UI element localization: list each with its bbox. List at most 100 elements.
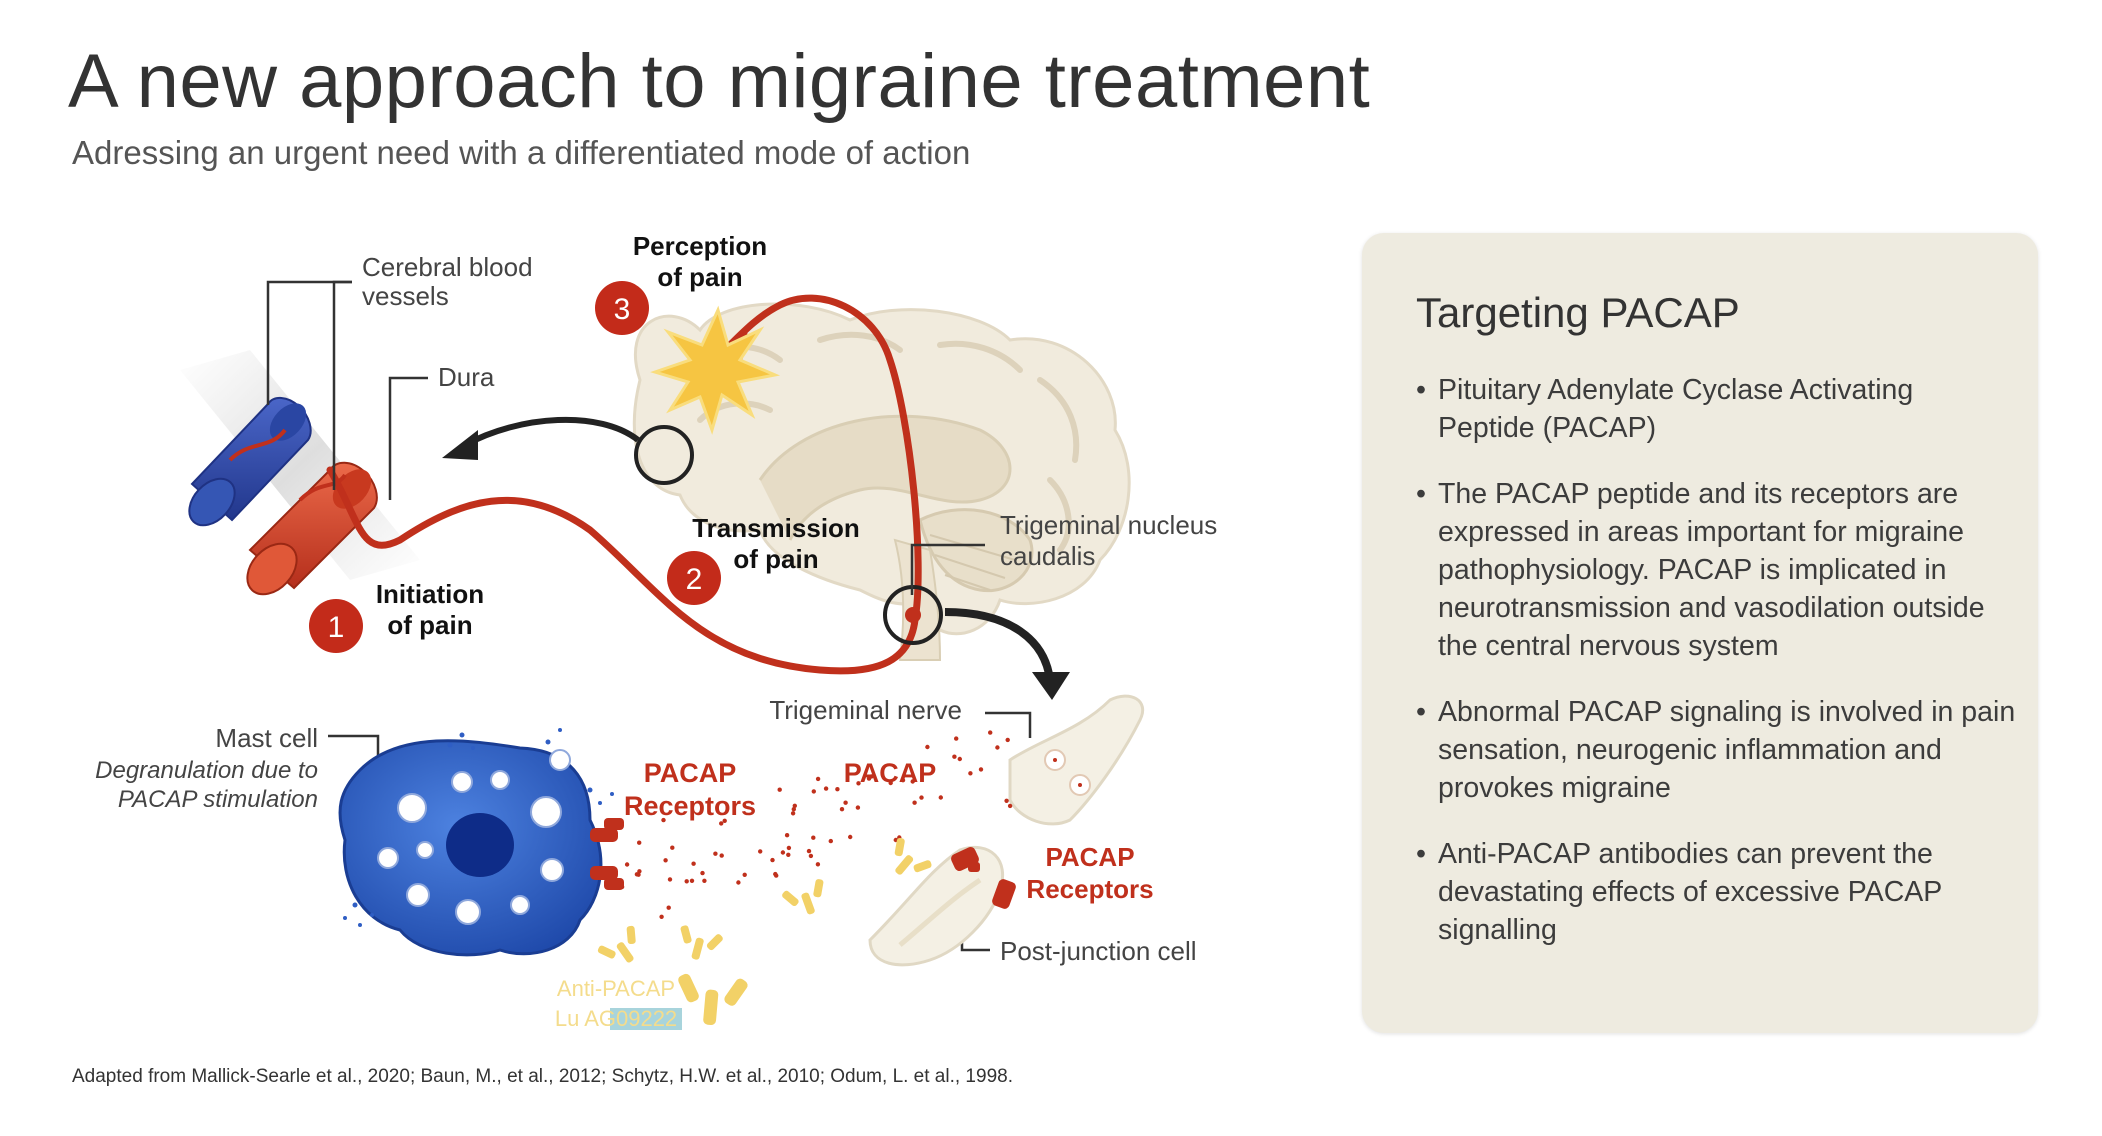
pacap-dot xyxy=(702,879,706,883)
pacap-dot xyxy=(919,795,923,799)
pacap-dot xyxy=(988,730,992,734)
pacap-dot xyxy=(736,880,740,884)
pacap-dot xyxy=(668,877,672,881)
label-mast-cell: Mast cell xyxy=(215,723,318,753)
pacap-dot xyxy=(773,872,777,876)
pacap-dot xyxy=(812,789,816,793)
svg-text:2: 2 xyxy=(686,563,703,596)
pacap-dot xyxy=(1006,738,1010,742)
pacap-dot xyxy=(848,835,852,839)
pacap-dot xyxy=(743,873,747,877)
label-post-junction-cell: Post-junction cell xyxy=(1000,936,1197,966)
pacap-dot xyxy=(824,786,828,790)
label-initiation-2: of pain xyxy=(387,610,472,640)
step-badge-1: 1 xyxy=(309,599,363,653)
pacap-dot xyxy=(811,836,815,840)
pacap-dot xyxy=(713,852,717,856)
pacap-dot xyxy=(758,849,762,853)
migraine-pathway-diagram: 3 2 1 Cerebral blood vessels Dura Percep… xyxy=(0,0,1390,1136)
pacap-dot xyxy=(925,745,929,749)
pacap-dot xyxy=(939,795,943,799)
pacap-dot xyxy=(968,771,972,775)
pacap-dot xyxy=(843,801,847,805)
pacap-dot xyxy=(793,804,797,808)
footnote-citations: Adapted from Mallick-Searle et al., 2020… xyxy=(72,1066,1013,1088)
label-antibody-name: Lu AG09222 xyxy=(555,1006,677,1031)
label-initiation: Initiation xyxy=(376,579,484,609)
pacap-dot xyxy=(637,841,641,845)
panel-bullet: Abnormal PACAP signaling is involved in … xyxy=(1416,693,2016,807)
pacap-dot xyxy=(979,767,983,771)
pacap-dot xyxy=(835,787,839,791)
label-anti-pacap: Anti-PACAP xyxy=(557,976,675,1001)
panel-bullet: The PACAP peptide and its receptors are … xyxy=(1416,475,2016,665)
label-trigeminal-nucleus-2: caudalis xyxy=(1000,541,1095,571)
label-pacap-receptors-left: PACAP xyxy=(644,758,737,788)
pacap-dot xyxy=(625,862,629,866)
pacap-dot xyxy=(889,781,893,785)
pacap-dot xyxy=(1004,799,1008,803)
label-pacap-receptors-right: PACAP xyxy=(1045,842,1134,872)
targeting-pacap-panel: Targeting PACAP Pituitary Adenylate Cycl… xyxy=(1362,233,2038,1033)
pacap-dot xyxy=(856,805,860,809)
pacap-dot xyxy=(659,915,663,919)
pacap-dot xyxy=(952,755,956,759)
label-transmission-2: of pain xyxy=(733,544,818,574)
pacap-dot xyxy=(661,818,665,822)
mast-cell xyxy=(340,728,614,955)
pacap-dot xyxy=(954,736,958,740)
label-cerebral-vessels: Cerebral blood xyxy=(362,252,533,282)
pacap-dot xyxy=(911,779,915,783)
pacap-dot xyxy=(723,819,727,823)
pacap-dot xyxy=(719,821,723,825)
panel-bullet: Pituitary Adenylate Cyclase Activating P… xyxy=(1416,371,2016,447)
svg-text:1: 1 xyxy=(328,611,345,644)
label-trigeminal-nucleus: Trigeminal nucleus xyxy=(1000,510,1217,540)
post-junction-cell xyxy=(870,847,1003,964)
pacap-dot xyxy=(912,801,916,805)
pacap-dot xyxy=(770,858,774,862)
pacap-dot xyxy=(791,811,795,815)
panel-title: Targeting PACAP xyxy=(1416,289,1740,337)
pacap-dot xyxy=(856,781,860,785)
pacap-dot xyxy=(637,869,641,873)
step-badge-3: 3 xyxy=(595,281,649,335)
pacap-dot xyxy=(809,854,813,858)
pacap-dot xyxy=(807,849,811,853)
pacap-dot xyxy=(867,776,871,780)
pacap-dot xyxy=(1008,804,1012,808)
pacap-dot xyxy=(778,788,782,792)
label-perception: Perception xyxy=(633,231,767,261)
pacap-dot xyxy=(829,839,833,843)
panel-bullet-list: Pituitary Adenylate Cyclase Activating P… xyxy=(1416,371,2016,977)
step-badge-2: 2 xyxy=(667,551,721,605)
label-pacap-receptors-left-2: Receptors xyxy=(624,791,756,821)
label-perception-2: of pain xyxy=(657,262,742,292)
pacap-dot xyxy=(785,833,789,837)
pacap-dot xyxy=(958,757,962,761)
pacap-dot xyxy=(901,778,905,782)
label-degranulation: Degranulation due to xyxy=(95,757,318,784)
pacap-dot xyxy=(816,862,820,866)
pacap-dot xyxy=(620,885,624,889)
pacap-dot xyxy=(685,879,689,883)
pacap-dot xyxy=(700,871,704,875)
pacap-dot xyxy=(781,850,785,854)
pacap-dot xyxy=(663,858,667,862)
pacap-dot xyxy=(690,879,694,883)
pacap-dot xyxy=(787,846,791,850)
pacap-dot xyxy=(691,862,695,866)
label-transmission: Transmission xyxy=(692,513,860,543)
pacap-dot xyxy=(670,846,674,850)
svg-text:3: 3 xyxy=(614,293,631,326)
pacap-dot xyxy=(995,745,999,749)
panel-bullet: Anti-PACAP antibodies can prevent the de… xyxy=(1416,835,2016,949)
pacap-dot xyxy=(816,777,820,781)
label-dura: Dura xyxy=(438,362,495,392)
label-cerebral-vessels-2: vessels xyxy=(362,281,449,311)
label-trigeminal-nerve: Trigeminal nerve xyxy=(769,695,962,725)
label-degranulation-2: PACAP stimulation xyxy=(118,786,318,813)
label-pacap-receptors-right-2: Receptors xyxy=(1026,874,1153,904)
pacap-dot xyxy=(667,906,671,910)
pacap-dot xyxy=(840,807,844,811)
